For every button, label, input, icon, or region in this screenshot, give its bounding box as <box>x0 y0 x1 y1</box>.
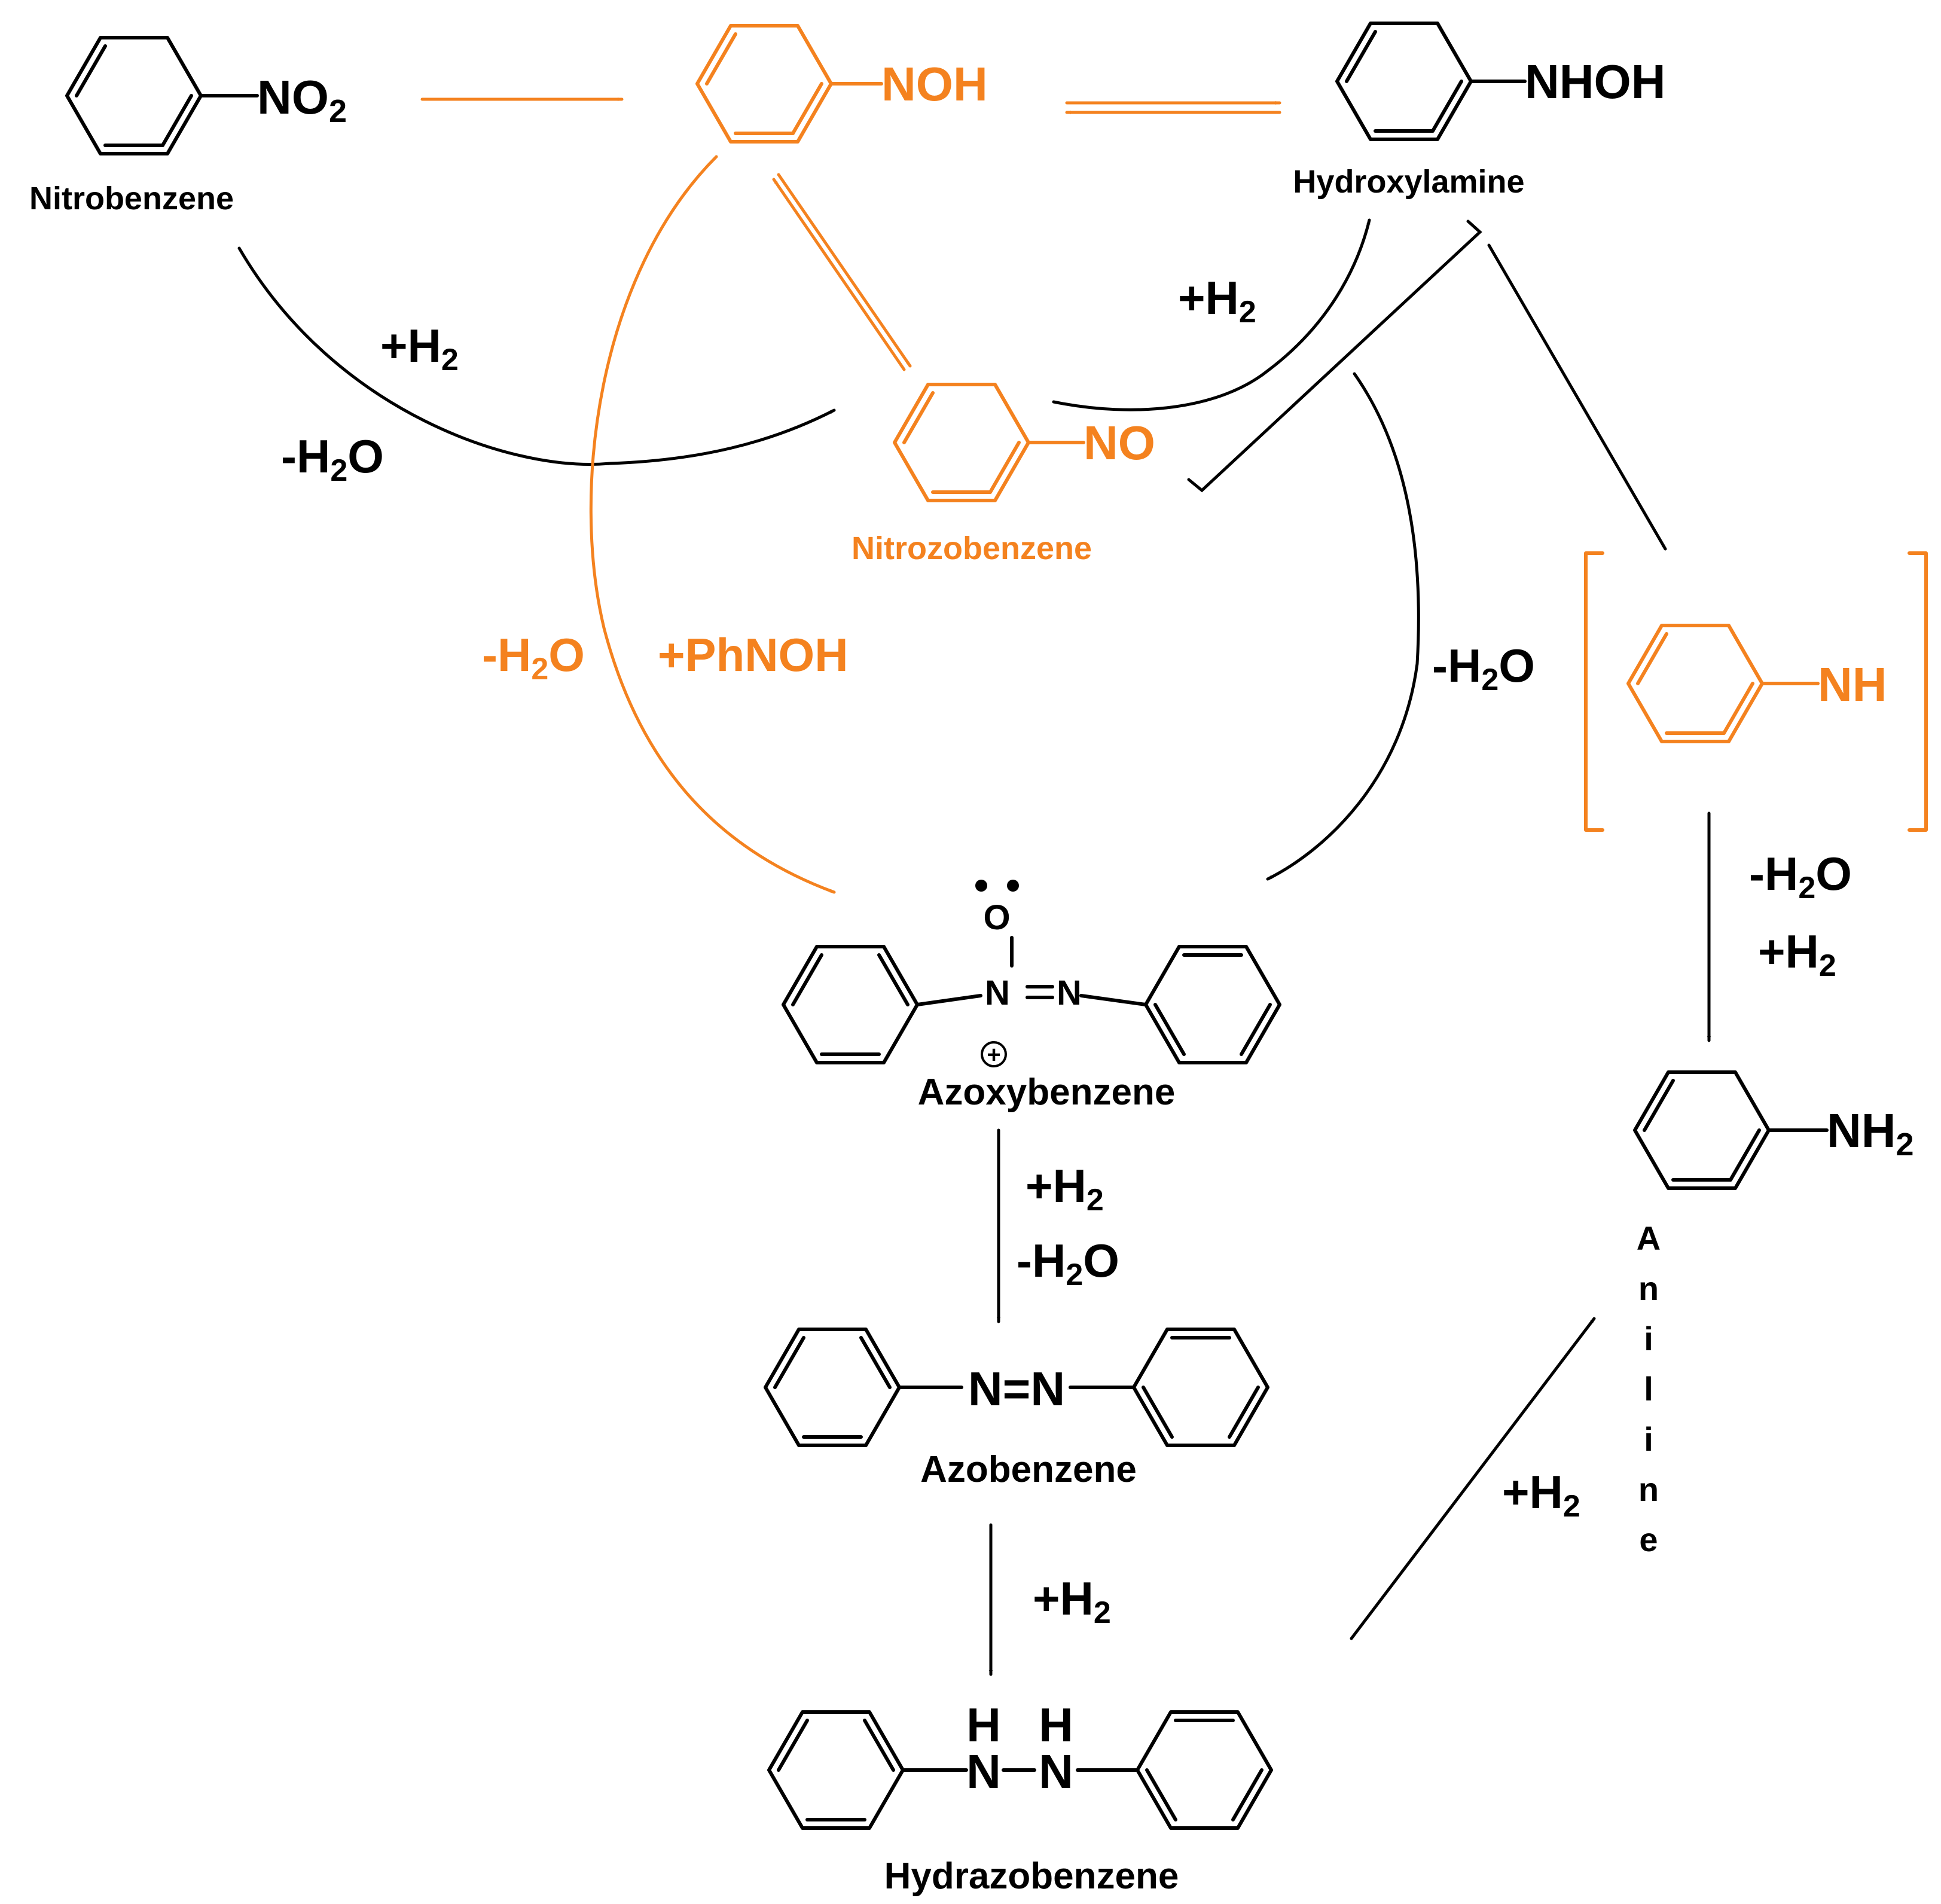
aniline-letter: n <box>1638 1270 1659 1307</box>
aniline-label-vertical: A n i l i n e <box>1637 1219 1661 1558</box>
azobenzene: N=N Azobenzene <box>764 1328 1269 1490</box>
arrow-hydrazo-to-aniline <box>1350 1317 1596 1640</box>
condition-plus-h2: +H2 <box>1033 1572 1111 1630</box>
nitrobenzene: NO2 Nitrobenzene <box>29 36 347 216</box>
aniline: NH2 A n i l i n e <box>1633 1070 1914 1558</box>
hydrazobenzene: H H N N Hydrazobenzene <box>767 1698 1273 1897</box>
condition-minus-h2o: -H2O <box>1017 1234 1119 1292</box>
benzene-ring-right <box>1079 945 1281 1064</box>
phenyl-nh-intermediate: NH <box>1584 551 1928 832</box>
arrow-nitroso-to-azoxybenzene <box>1266 372 1420 881</box>
right-bracket <box>1908 551 1928 832</box>
nhoh-group: NHOH <box>1525 55 1666 108</box>
hydrogen-atom: H <box>966 1698 1001 1752</box>
azoxybenzene-label: Azoxybenzene <box>918 1072 1176 1113</box>
hydroxylamine-label: Hydroxylamine <box>1293 164 1524 200</box>
nitrozobenzene-label: Nitrozobenzene <box>852 530 1092 566</box>
condition-plus-h2: +H2 <box>1502 1466 1580 1524</box>
lone-pair-dot <box>1007 880 1019 892</box>
arrow-nitrobenzene-to-nitroso <box>237 246 836 466</box>
condition-plus-h2: +H2 <box>1758 925 1836 983</box>
nitroso-group: NO <box>1084 416 1155 469</box>
aniline-letter: e <box>1639 1521 1658 1558</box>
reaction-conditions: +H2 -H2O +H2 -H2O +PhNOH -H2O -H2O +H2 +… <box>281 271 1852 1630</box>
condition-minus-h2o: -H2O <box>1432 639 1535 697</box>
nitrogen-atom: N <box>985 974 1010 1012</box>
nitrogen-atom: N <box>966 1745 1001 1798</box>
arrow-nitroso-to-hydroxylamine <box>1052 218 1371 411</box>
azo-link: N=N <box>968 1362 1065 1415</box>
condition-plus-h2: +H2 <box>1026 1160 1104 1218</box>
equilibrium-arrow-to-nitroso <box>777 173 912 368</box>
left-bracket <box>1584 551 1604 832</box>
azoxybenzene: O N N + Azoxybenzene <box>782 880 1281 1113</box>
benzene-ring <box>1633 1070 1829 1190</box>
condition-plus-phnoh: +PhNOH <box>658 628 849 681</box>
condition-minus-h2o: -H2O <box>281 430 384 488</box>
condition-plus-h2: +H2 <box>1178 271 1256 329</box>
arrow-hydroxylamine-to-phnh <box>1487 243 1667 551</box>
nitrogen-atom: N <box>1039 1745 1073 1798</box>
oxygen-atom: O <box>983 898 1010 937</box>
hydroxylamine: NHOH Hydroxylamine <box>1293 22 1666 200</box>
amine-group: NH2 <box>1827 1104 1914 1162</box>
noh-group: NOH <box>881 57 988 111</box>
nh-group: NH <box>1818 658 1887 711</box>
arrow-phnoh-to-azoxybenzene <box>589 155 836 894</box>
nitrogen-atom: N <box>1057 974 1082 1012</box>
benzene-ring <box>1626 624 1820 743</box>
positive-charge <box>981 1041 1007 1067</box>
nitrozobenzene: NO Nitrozobenzene <box>852 383 1155 566</box>
aniline-letter: l <box>1644 1370 1653 1408</box>
aniline-letter: n <box>1638 1470 1659 1508</box>
benzene-ring <box>893 383 1085 502</box>
nitro-group: NO2 <box>257 71 347 129</box>
benzene-ring-left <box>764 1328 963 1447</box>
benzene-ring <box>1335 22 1527 141</box>
condition-plus-h2: +H2 <box>380 319 459 377</box>
positive-charge-sign: + <box>987 1042 1000 1068</box>
lone-pair-dot <box>975 880 987 892</box>
condition-minus-h2o-orange: -H2O <box>482 628 585 686</box>
benzene-ring-right <box>1069 1328 1269 1447</box>
benzene-ring <box>65 36 259 155</box>
benzene-ring <box>695 24 883 144</box>
hydrogen-atom: H <box>1039 1698 1073 1752</box>
aniline-letter: A <box>1637 1219 1661 1257</box>
benzene-ring-left <box>782 945 982 1064</box>
azoxy-bonds <box>1010 936 1054 999</box>
nitrobenzene-label: Nitrobenzene <box>29 181 234 216</box>
arrows <box>237 97 1711 1676</box>
benzene-ring-left <box>767 1710 968 1830</box>
condition-minus-h2o: -H2O <box>1749 847 1852 905</box>
aniline-letter: i <box>1644 1420 1653 1458</box>
benzene-ring-right <box>1076 1710 1273 1830</box>
azobenzene-label: Azobenzene <box>920 1449 1137 1490</box>
hydrazobenzene-label: Hydrazobenzene <box>884 1856 1179 1897</box>
aniline-letter: i <box>1644 1320 1653 1357</box>
phenyl-noh: NOH <box>695 24 988 144</box>
equilibrium-arrow-to-phnoh <box>772 178 906 371</box>
arrow-hydroxylamine-to-nitroso-bracket <box>1187 219 1482 493</box>
